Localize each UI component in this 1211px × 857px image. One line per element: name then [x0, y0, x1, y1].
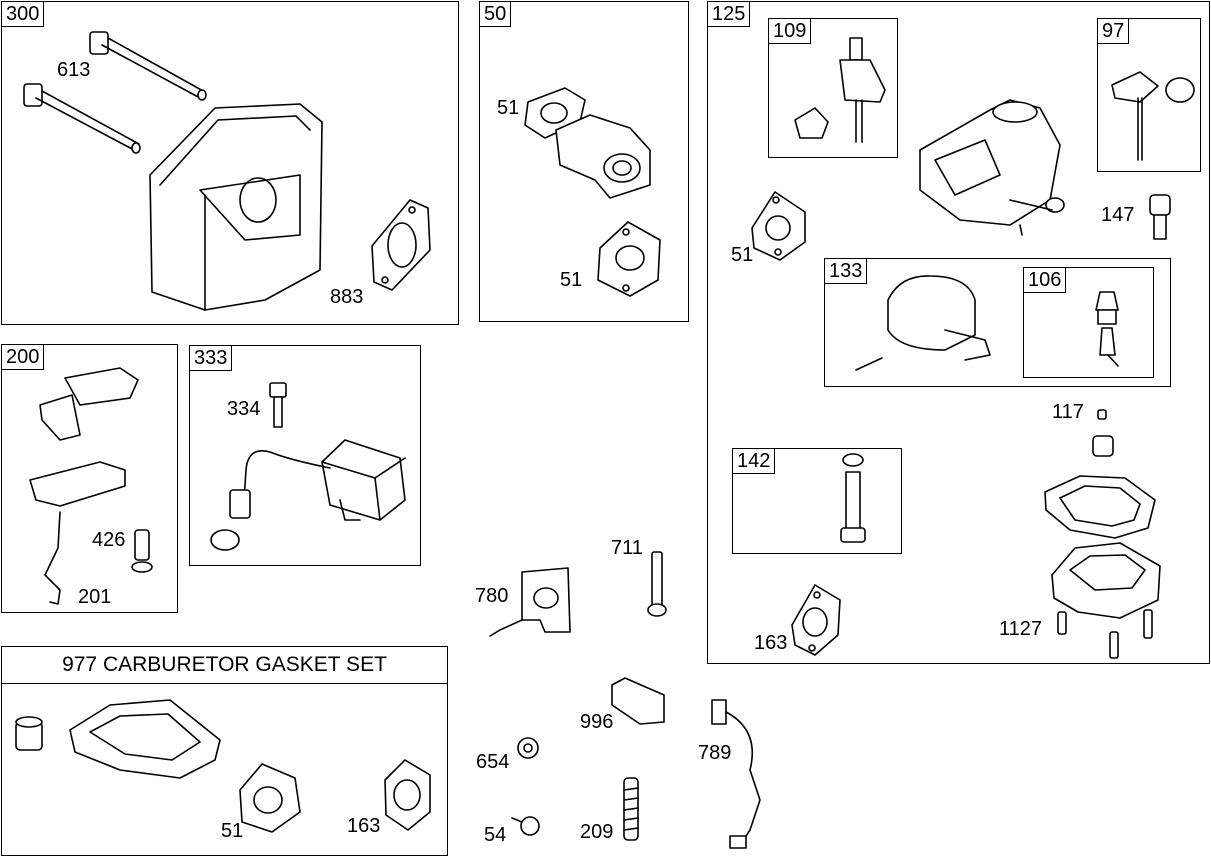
callout-51-kit: 51	[221, 820, 244, 842]
callout-1127: 1127	[999, 618, 1043, 640]
group-300-frame: 300	[1, 1, 459, 325]
group-125-tag: 125	[707, 1, 751, 27]
kit-977-frame: 977 CARBURETOR GASKET SET	[1, 646, 448, 856]
callout-996: 996	[580, 711, 614, 733]
callout-789: 789	[698, 742, 732, 764]
group-109-tag: 109	[768, 18, 812, 44]
kit-977-title: 977 CARBURETOR GASKET SET	[2, 647, 447, 684]
callout-613: 613	[57, 59, 91, 81]
group-109-frame: 109	[768, 18, 898, 158]
callout-654: 654	[476, 751, 510, 773]
callout-780: 780	[475, 585, 509, 607]
group-133-frame: 133	[824, 258, 1171, 387]
shield-996	[611, 677, 665, 725]
group-97-tag: 97	[1097, 18, 1130, 44]
group-200-frame: 200	[1, 344, 178, 613]
group-333-tag: 333	[189, 345, 233, 371]
nut-654	[517, 737, 539, 759]
callout-51-adapter-top: 51	[497, 97, 520, 119]
callout-147: 147	[1101, 204, 1135, 226]
group-125-frame: 125	[707, 1, 1210, 664]
wire-harness-789	[711, 699, 761, 849]
callout-201: 201	[78, 586, 112, 608]
group-50-tag: 50	[479, 1, 512, 27]
group-50-frame: 50	[479, 1, 689, 322]
spring-209	[623, 777, 639, 841]
group-106-tag: 106	[1023, 267, 1067, 293]
callout-51-adapter-bottom: 51	[560, 269, 583, 291]
callout-426: 426	[92, 529, 126, 551]
callout-163-carb: 163	[754, 632, 788, 654]
callout-711: 711	[611, 537, 643, 559]
group-142-tag: 142	[732, 448, 776, 474]
group-97-frame: 97	[1097, 18, 1201, 172]
screw-711	[647, 551, 667, 617]
group-200-tag: 200	[1, 344, 45, 370]
callout-51-carb: 51	[731, 244, 754, 266]
group-333-frame: 333	[189, 345, 421, 566]
callout-54: 54	[484, 824, 507, 846]
callout-117: 117	[1052, 401, 1084, 423]
screw-54	[511, 816, 540, 836]
group-142-frame: 142	[732, 448, 902, 554]
callout-334: 334	[227, 398, 261, 420]
group-300-tag: 300	[1, 1, 45, 27]
callout-209: 209	[580, 821, 614, 843]
group-133-tag: 133	[824, 258, 868, 284]
group-106-frame: 106	[1023, 267, 1154, 378]
callout-883: 883	[330, 286, 364, 308]
callout-163-kit: 163	[347, 815, 381, 837]
